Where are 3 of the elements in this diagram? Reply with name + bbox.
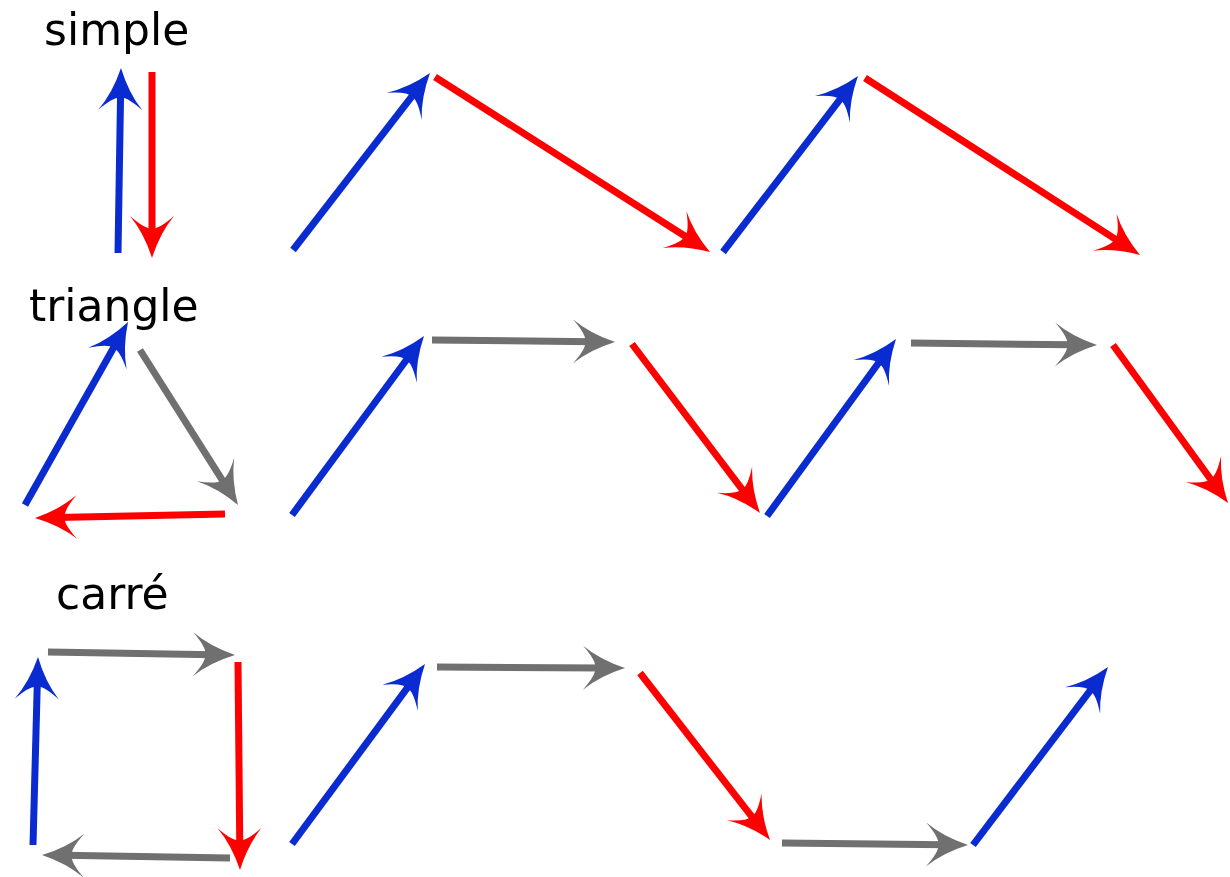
label: simple: [44, 8, 190, 52]
label: triangle: [29, 284, 199, 328]
label: carré: [56, 572, 169, 616]
